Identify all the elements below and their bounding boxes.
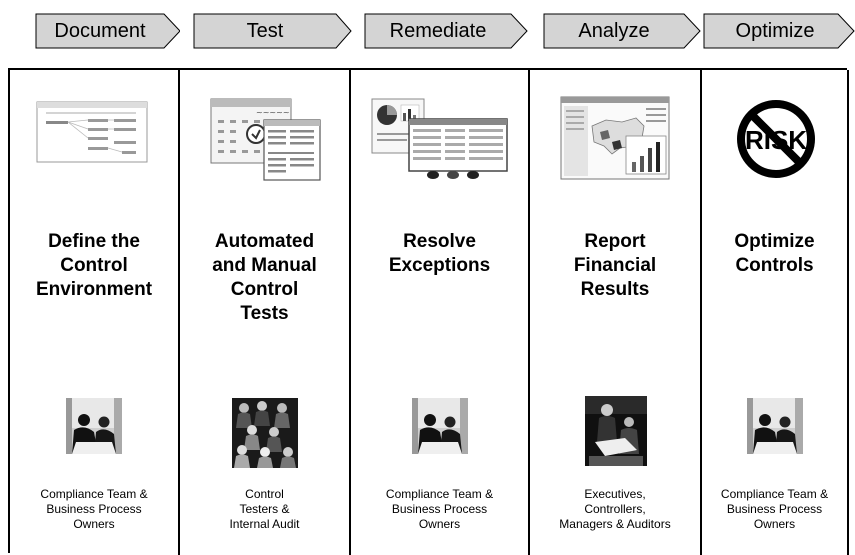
process-board: Define the Control Environment Complianc… — [8, 68, 849, 555]
step-title-resolve-exceptions: Resolve Exceptions — [388, 231, 491, 276]
svg-text:~~~~~: ~~~~~ — [256, 108, 290, 117]
arrow-label-optimize: Optimize — [735, 20, 815, 42]
arrow-test — [193, 13, 352, 49]
step-title-define-control-environment: Define the Control Environment — [35, 231, 153, 300]
process-map-screenshot-icon — [36, 101, 148, 163]
calendar-form-screenshot-icon: ~~~~~ — [210, 98, 321, 181]
group-photo-icon — [232, 398, 298, 468]
meeting-photo-icon — [747, 398, 803, 454]
column-document: Define the Control Environment Complianc… — [10, 70, 180, 555]
meeting-photo-icon — [66, 398, 122, 454]
column-analyze: Report Financial Results Executives, Con… — [530, 70, 702, 555]
column-optimize: RISK Optimize Controls Compliance Team &… — [702, 70, 849, 555]
arrow-optimize — [703, 13, 855, 49]
step-title-optimize-controls: Optimize Controls — [734, 231, 815, 276]
meeting-photo-icon — [412, 398, 468, 454]
arrow-label-test: Test — [246, 20, 284, 42]
step-title-automated-manual-tests: Automated and Manual Control Tests — [212, 231, 317, 324]
step-title-report-financial-results: Report Financial Results — [573, 231, 657, 300]
office-photo-icon — [585, 396, 647, 466]
arrow-label-document: Document — [54, 20, 146, 42]
no-risk-icon: RISK — [737, 100, 815, 178]
column-remediate: Resolve Exceptions Compliance Team & Bus… — [351, 70, 530, 555]
process-arrows: Document Test Remediate Analyze Optimize — [0, 0, 855, 66]
arrow-document — [35, 13, 180, 49]
step-roles-document: Compliance Team & Business Process Owner… — [40, 487, 148, 531]
step-roles-test: Control Testers & Internal Audit — [229, 487, 300, 531]
arrow-label-analyze: Analyze — [578, 20, 650, 42]
map-report-screenshot-icon — [560, 96, 670, 180]
step-roles-remediate: Compliance Team & Business Process Owner… — [385, 487, 494, 531]
step-roles-optimize: Compliance Team & Business Process Owner… — [720, 487, 829, 531]
arrow-analyze — [543, 13, 701, 49]
column-test: ~~~~~ Automated and Manual Control T — [180, 70, 351, 555]
dashboard-screenshot-icon — [371, 98, 508, 179]
arrow-remediate — [364, 13, 528, 49]
arrow-label-remediate: Remediate — [389, 20, 487, 42]
step-roles-analyze: Executives, Controllers, Managers & Audi… — [559, 487, 671, 531]
